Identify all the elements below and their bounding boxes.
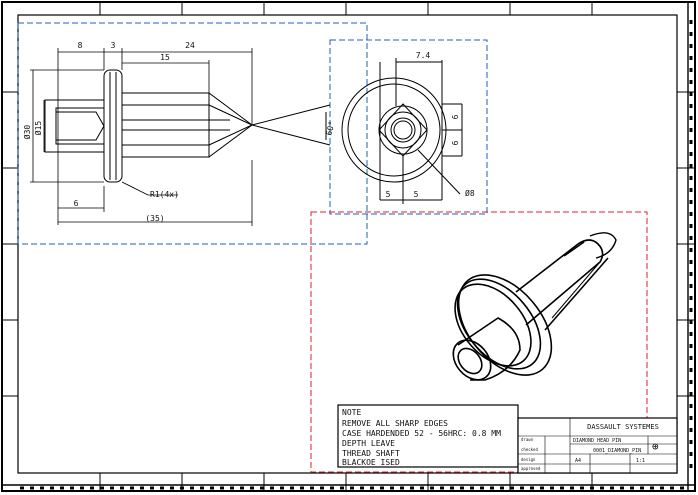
notes-box: NOTE REMOVE ALL SHARP EDGES CASE HARDEND… (337, 404, 519, 468)
iso-view-frame[interactable] (310, 211, 648, 473)
svg-text:Ø30: Ø30 (22, 125, 32, 140)
svg-text:(35): (35) (145, 214, 164, 223)
front-view-dims: 8 3 24 15 Ø30 Ø15 R1(4x) 6 (35) 60° (22, 41, 337, 223)
drawing-number: 0001_DIAMOND_PIN (593, 448, 641, 454)
sheet-size: A4 (575, 458, 581, 464)
svg-text:24: 24 (185, 41, 195, 50)
note-line-4: THREAD SHAFT (342, 449, 400, 458)
note-line-3: DEPTH LEAVE (342, 439, 395, 448)
front-view-frame[interactable] (17, 22, 368, 245)
side-view-dims: 7.4 6 6 5 5 Ø8 (386, 51, 475, 199)
company-name: DASSAULT SYSTEMES (587, 423, 659, 431)
front-view (30, 48, 331, 226)
sheet-scale: 1:1 (636, 458, 645, 464)
svg-text:15: 15 (160, 53, 170, 62)
svg-text:3: 3 (111, 41, 116, 50)
side-view (341, 58, 463, 204)
svg-text:approved: approved (521, 466, 541, 471)
notes-title: NOTE (342, 408, 361, 417)
svg-text:6: 6 (74, 199, 79, 208)
part-name: DIAMOND HEAD PIN (573, 438, 621, 444)
isometric-view (452, 232, 617, 381)
note-line-2: CASE HARDENDED 52 - 56HRC: 0.8 MM (342, 429, 501, 438)
svg-text:5: 5 (414, 190, 419, 199)
svg-text:Ø8: Ø8 (465, 188, 475, 198)
svg-text:7.4: 7.4 (416, 51, 431, 60)
svg-text:6: 6 (451, 140, 460, 145)
svg-text:design: design (521, 457, 536, 462)
svg-text:R1(4x): R1(4x) (150, 190, 179, 199)
svg-text:5: 5 (386, 190, 391, 199)
svg-text:60°: 60° (324, 120, 336, 136)
note-line-5: BLACKOE ISED (342, 458, 400, 467)
svg-text:8: 8 (78, 41, 83, 50)
projection-symbol: ⊕ (652, 440, 659, 453)
title-block: DASSAULT SYSTEMES DIAMOND HEAD PIN 0001_… (517, 417, 678, 474)
svg-text:drawn: drawn (521, 437, 534, 442)
side-view-frame[interactable] (329, 39, 488, 215)
svg-text:6: 6 (451, 114, 460, 119)
note-line-1: REMOVE ALL SHARP EDGES (342, 419, 448, 428)
svg-text:Ø15: Ø15 (33, 121, 43, 136)
svg-text:checked: checked (521, 447, 538, 452)
